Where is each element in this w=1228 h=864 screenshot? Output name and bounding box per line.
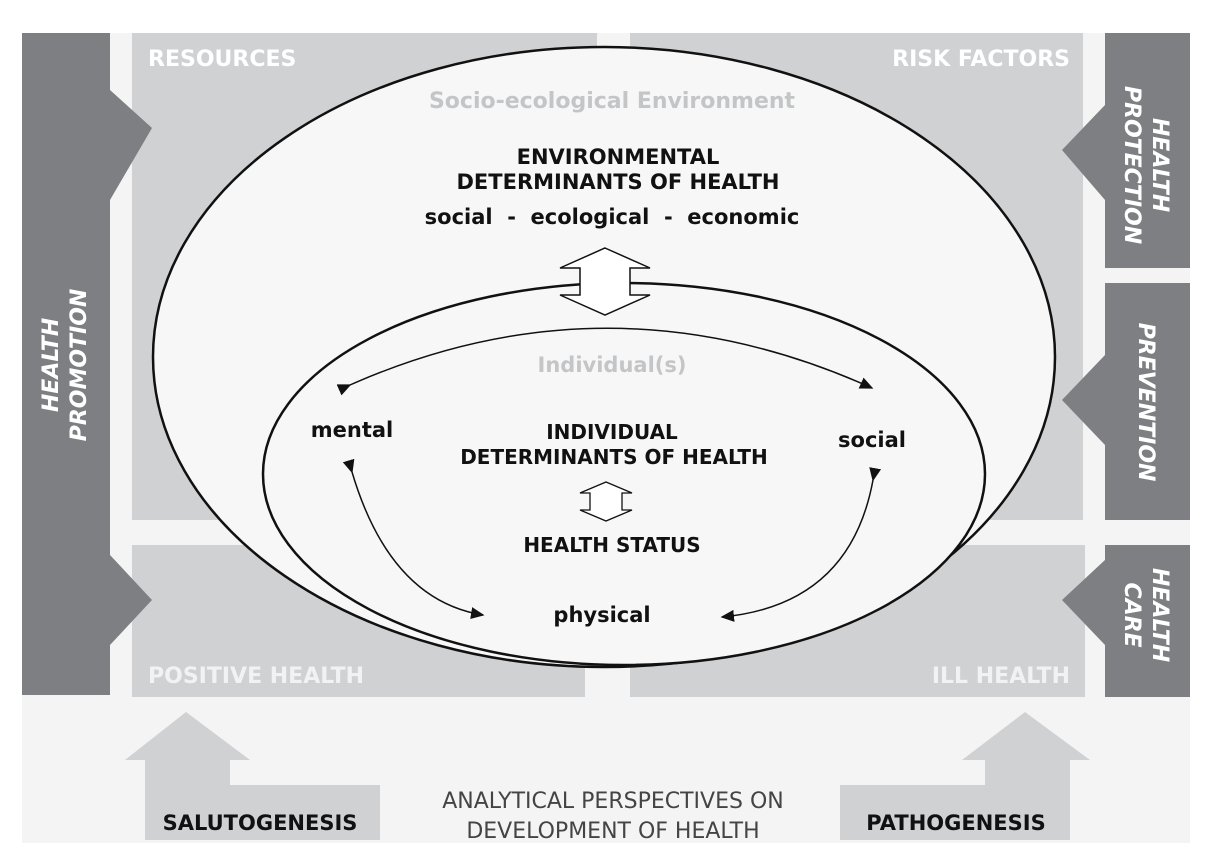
salutogenesis-label: SALUTOGENESIS xyxy=(163,811,358,835)
individual-title-1: INDIVIDUAL xyxy=(546,420,678,444)
health-promotion-bar xyxy=(22,33,152,695)
perspectives-line2: DEVELOPMENT OF HEALTH xyxy=(466,819,759,844)
positive-health-label: POSITIVE HEALTH xyxy=(148,664,364,689)
risk-factors-label: RISK FACTORS xyxy=(892,47,1070,72)
health-status-label: HEALTH STATUS xyxy=(523,533,700,557)
health-care-line1: HEALTH xyxy=(1147,568,1172,662)
small-double-arrow-icon xyxy=(579,481,633,522)
socio-ecological-label: Socio-ecological Environment xyxy=(429,89,796,114)
pathogenesis-arrow xyxy=(840,712,1090,840)
health-protection-box xyxy=(1062,33,1190,268)
environmental-title-1: ENVIRONMENTAL xyxy=(517,145,720,169)
resources-label: RESOURCES xyxy=(148,47,296,72)
mental-physical-arrow xyxy=(342,458,485,620)
health-protection-line2: PROTECTION xyxy=(1119,86,1144,244)
social-physical-arrow xyxy=(720,467,882,622)
environmental-title-2: DETERMINANTS OF HEALTH xyxy=(457,170,780,194)
individual-title-2: DETERMINANTS OF HEALTH xyxy=(460,445,768,469)
pathogenesis-label: PATHOGENESIS xyxy=(866,811,1045,835)
health-promotion-line1: HEALTH xyxy=(39,318,64,412)
health-protection-line1: HEALTH xyxy=(1147,118,1172,212)
environmental-subtitle: social - ecological - economic xyxy=(425,205,800,229)
mental-social-arrow xyxy=(336,327,874,396)
health-care-box xyxy=(1062,545,1190,697)
perspectives-line1: ANALYTICAL PERSPECTIVES ON xyxy=(442,789,783,814)
ill-health-label: ILL HEALTH xyxy=(932,664,1070,689)
double-arrow-icon xyxy=(559,247,651,316)
social-label: social xyxy=(838,428,906,452)
prevention-box xyxy=(1062,283,1190,520)
prevention-label: PREVENTION xyxy=(1133,323,1158,482)
health-care-line2: CARE xyxy=(1119,582,1144,647)
individuals-label: Individual(s) xyxy=(538,353,687,377)
mental-label: mental xyxy=(311,418,393,442)
salutogenesis-arrow xyxy=(125,712,380,840)
physical-label: physical xyxy=(553,603,650,627)
health-promotion-line2: PROMOTION xyxy=(67,289,92,442)
